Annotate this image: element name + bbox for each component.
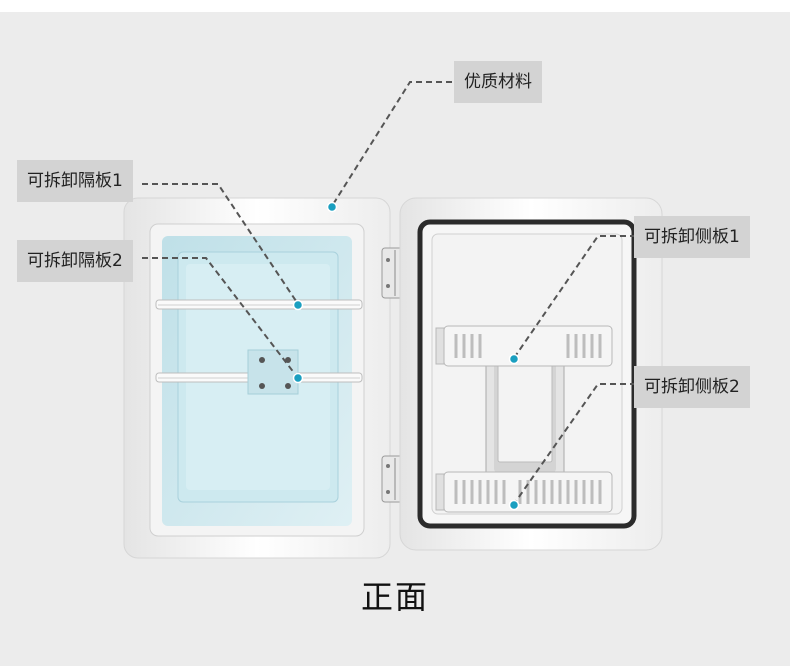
leader-line-material: [331, 81, 452, 207]
side-panel-1: [435, 325, 613, 367]
callout-material: 优质材料: [454, 61, 542, 103]
callout-shelf-2: 可拆卸隔板2: [17, 240, 133, 282]
leader-line-shelf-1: [142, 183, 299, 305]
leader-line-side-panel-1: [513, 235, 636, 359]
marker-dot-side-panel-2: [508, 499, 520, 511]
marker-dot-side-panel-1: [508, 353, 520, 365]
callout-side-panel-1: 可拆卸侧板1: [634, 216, 750, 258]
leader-line-side-panel-2: [513, 383, 636, 505]
callout-side-panel-2: 可拆卸侧板2: [634, 366, 750, 408]
mount-screws: [247, 349, 299, 395]
marker-dot-shelf-2: [292, 372, 304, 384]
marker-dot-shelf-1: [292, 299, 304, 311]
callout-shelf-1: 可拆卸隔板1: [17, 160, 133, 202]
top-strip: [0, 0, 790, 12]
marker-dot-material: [326, 201, 338, 213]
view-caption: 正面: [360, 578, 429, 616]
leader-line-shelf-2: [142, 257, 299, 379]
shelf-1: [155, 299, 363, 310]
side-panel-2: [435, 471, 613, 513]
